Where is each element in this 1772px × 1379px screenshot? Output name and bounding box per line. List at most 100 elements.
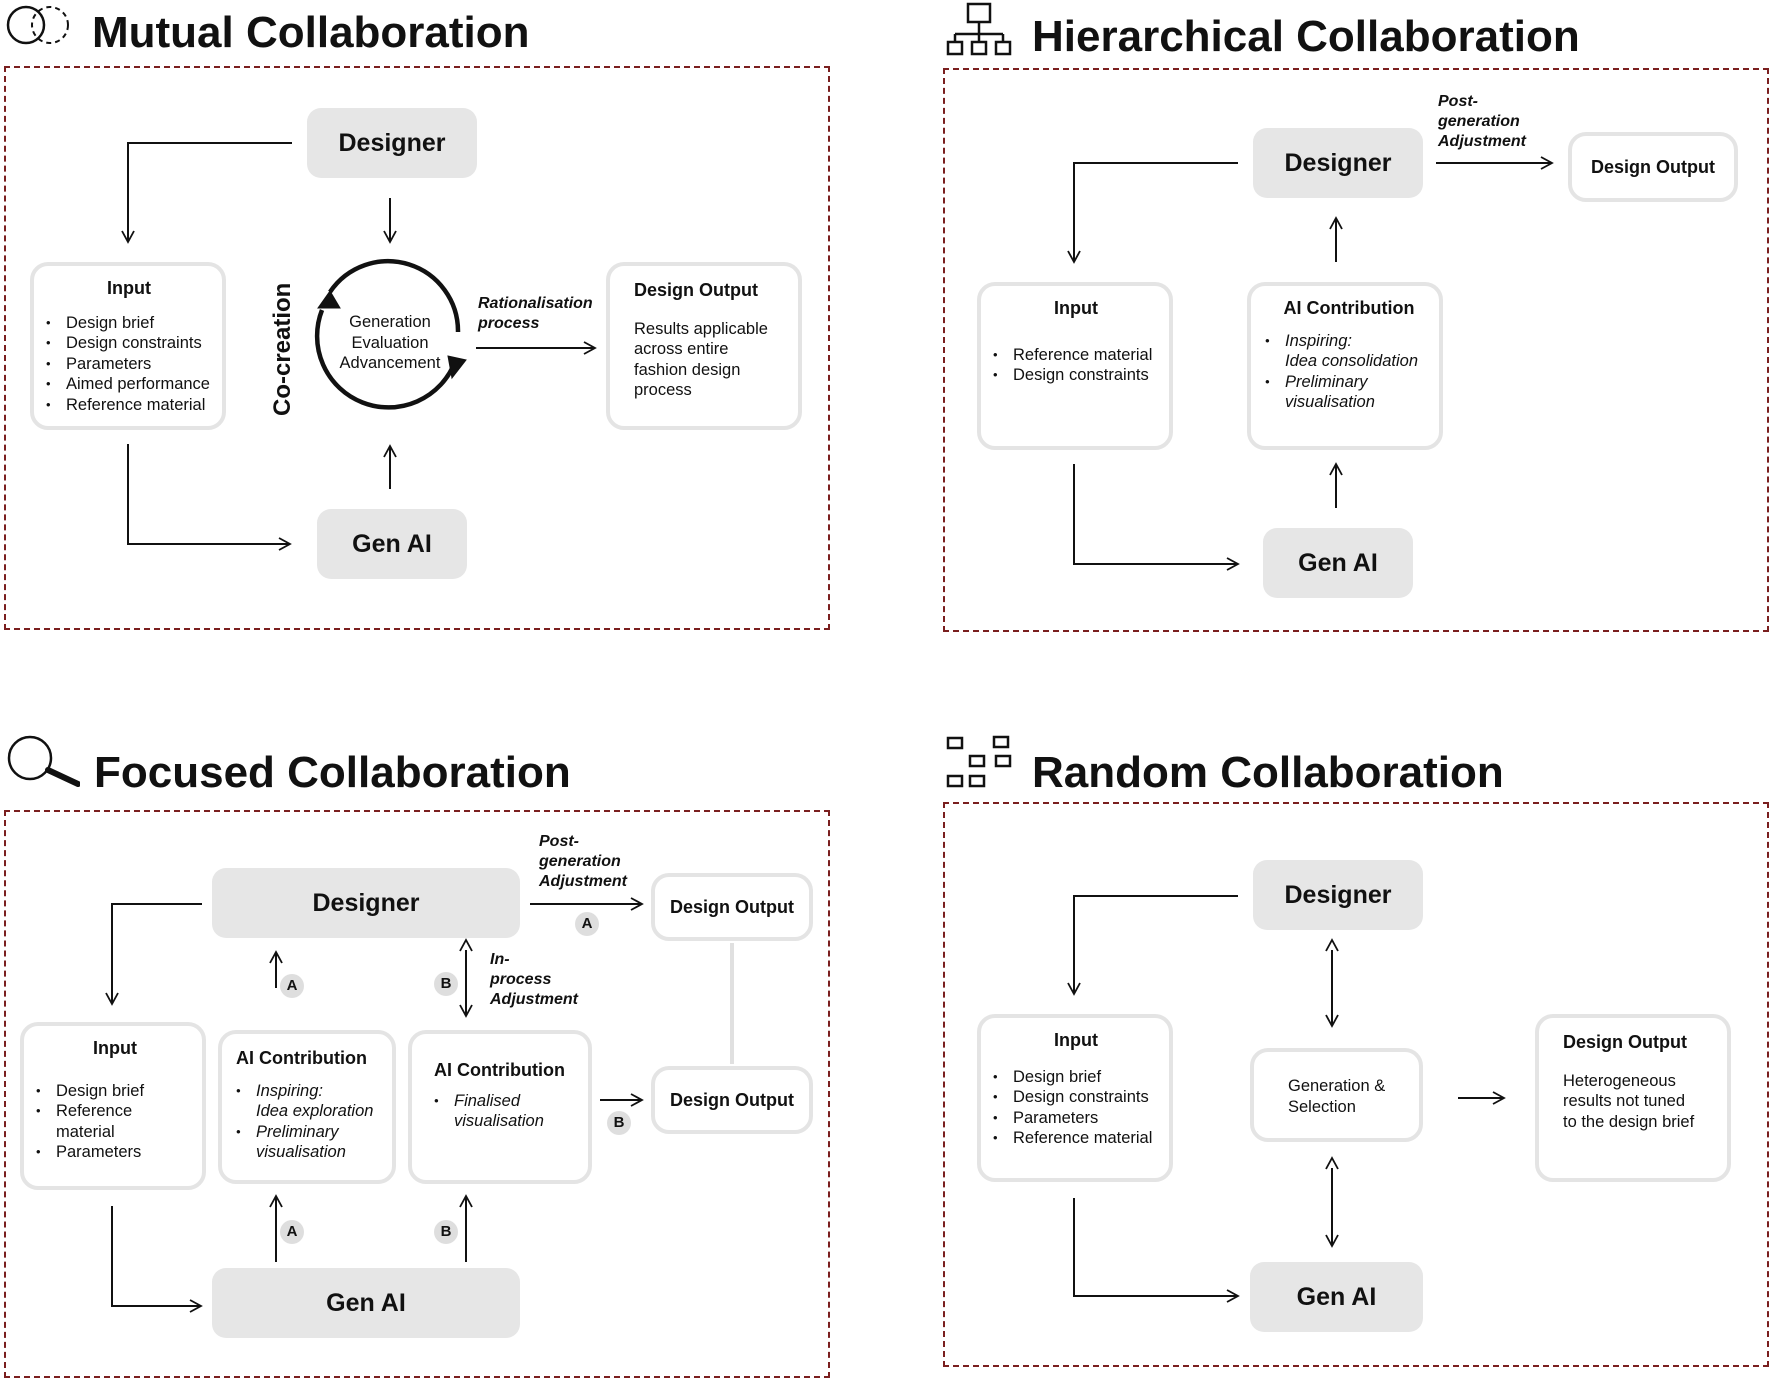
label-line: process <box>490 971 552 988</box>
hierarchical-output-box: Design Output <box>1568 132 1738 202</box>
mutual-designer-node: Designer <box>307 108 477 178</box>
mutual-cycle-text: Generation Evaluation Advancement <box>318 312 462 374</box>
random-output-line: Heterogeneous <box>1563 1071 1676 1090</box>
list-item: Design constraints <box>46 333 212 354</box>
mutual-title: Mutual Collaboration <box>92 8 530 57</box>
label-line: Adjustment <box>1438 133 1526 150</box>
list-item: Parameters <box>46 354 212 375</box>
mutual-input-heading: Input <box>107 278 151 298</box>
label-line: process <box>478 315 540 332</box>
mutual-output-line: process <box>634 381 692 399</box>
random-input-list: Design brief Design constraints Paramete… <box>993 1067 1159 1149</box>
focused-ai-b-heading: AI Contribution <box>434 1060 565 1080</box>
random-output-heading: Design Output <box>1563 1032 1687 1052</box>
hierarchical-postgen-label: Post- generation Adjustment <box>1438 92 1526 152</box>
badge-b: B <box>607 1111 631 1135</box>
list-item: Reference material <box>993 1128 1159 1149</box>
list-item: Design constraints <box>993 365 1159 386</box>
badge-b: B <box>434 972 458 996</box>
random-title: Random Collaboration <box>1032 748 1504 797</box>
random-input-box: Input Design brief Design constraints Pa… <box>977 1014 1173 1182</box>
magnifier-icon <box>4 734 81 788</box>
random-output-line: results not tuned <box>1563 1092 1685 1110</box>
label-line: In- <box>490 951 510 968</box>
focused-input-box: Input Design brief Reference material Pa… <box>20 1022 206 1190</box>
mutual-output-heading: Design Output <box>634 280 758 300</box>
scattered-squares-icon <box>944 734 1014 790</box>
label-line: Adjustment <box>539 873 627 890</box>
hierarchical-input-box: Input Reference material Design constrai… <box>977 282 1173 450</box>
focused-ai-a-heading: AI Contribution <box>236 1048 367 1068</box>
hierarchical-title: Hierarchical Collaboration <box>1032 12 1580 61</box>
list-item: Reference material <box>993 345 1159 366</box>
mutual-output-box: Design Output Results applicable across … <box>606 262 802 430</box>
list-item: Parameters <box>993 1108 1159 1129</box>
hierarchical-ai-heading: AI Contribution <box>1283 298 1415 318</box>
list-item: Design brief <box>36 1081 194 1102</box>
list-item: Design brief <box>993 1067 1159 1088</box>
list-item: Finalised visualisation <box>434 1091 584 1132</box>
hierarchical-ai-box: AI Contribution Inspiring: Idea consolid… <box>1247 282 1443 450</box>
random-input-heading: Input <box>1054 1030 1098 1050</box>
hierarchical-input-list: Reference material Design constraints <box>993 345 1159 386</box>
random-output-box: Design Output Heterogeneous results not … <box>1535 1014 1731 1182</box>
list-item: Preliminary visualisation <box>236 1122 388 1163</box>
mutual-output-line: fashion design <box>634 360 741 379</box>
list-line: Idea consolidation <box>1285 352 1419 370</box>
random-output-line: to the design brief <box>1563 1112 1695 1131</box>
label-line: generation <box>1438 113 1520 130</box>
cycle-step: Generation <box>349 313 431 331</box>
focused-ai-a-list: Inspiring: Idea exploration Preliminary … <box>236 1081 388 1163</box>
list-item: Preliminary visualisation <box>1265 372 1433 413</box>
badge-a: A <box>280 1220 304 1244</box>
mutual-frame <box>4 66 830 630</box>
mutual-output-line: Results applicable <box>634 319 768 338</box>
hierarchy-tree-icon <box>944 2 1014 58</box>
focused-input-heading: Input <box>93 1038 137 1058</box>
random-frame <box>943 802 1769 1367</box>
label-line: Rationalisation <box>478 295 593 312</box>
focused-designer-node: Designer <box>212 868 520 938</box>
focused-inprocess-label: In- process Adjustment <box>490 950 578 1010</box>
focused-ai-b-list: Finalised visualisation <box>434 1091 584 1132</box>
mutual-cocreation-label: Co-creation <box>269 282 296 416</box>
gensel-line: Selection <box>1288 1097 1356 1116</box>
focused-title: Focused Collaboration <box>94 748 571 797</box>
list-item: Design constraints <box>993 1087 1159 1108</box>
label-line: Post- <box>1438 93 1478 110</box>
list-item: Reference material <box>46 395 212 416</box>
hierarchical-output-label: Design Output <box>1591 156 1715 177</box>
list-line: Preliminary <box>1285 372 1368 391</box>
list-item: Inspiring: Idea exploration <box>236 1081 388 1122</box>
mutual-input-box: Input Design brief Design constraints Pa… <box>30 262 226 430</box>
list-item: Aimed performance <box>46 374 212 395</box>
mutual-rationalisation-label: Rationalisation process <box>478 294 593 334</box>
hierarchical-ai-list: Inspiring: Idea consolidation Preliminar… <box>1265 331 1433 413</box>
label-line: generation <box>539 853 621 870</box>
focused-postgen-label: Post- generation Adjustment <box>539 832 627 892</box>
hierarchical-designer-node: Designer <box>1253 128 1423 198</box>
list-item: Inspiring: Idea consolidation <box>1265 331 1433 372</box>
focused-output-a-box: Design Output <box>651 873 813 941</box>
list-line: Inspiring: <box>1285 331 1352 350</box>
cycle-step: Advancement <box>339 354 441 372</box>
gensel-line: Generation & <box>1288 1077 1386 1095</box>
label-line: Post- <box>539 833 579 850</box>
cycle-step: Evaluation <box>351 333 429 352</box>
hierarchical-frame <box>943 68 1769 632</box>
list-line: Finalised <box>454 1091 521 1110</box>
list-item: Parameters <box>36 1142 194 1163</box>
focused-ai-a-box: AI Contribution Inspiring: Idea explorat… <box>218 1030 396 1184</box>
hierarchical-genai-node: Gen AI <box>1263 528 1413 598</box>
focused-input-list: Design brief Reference material Paramete… <box>36 1081 194 1163</box>
focused-output-b-label: Design Output <box>670 1089 794 1110</box>
mutual-output-line: across entire <box>634 340 729 358</box>
mutual-input-list: Design brief Design constraints Paramete… <box>46 313 212 416</box>
mutual-genai-node: Gen AI <box>317 509 467 579</box>
random-gensel-box: Generation & Selection <box>1250 1048 1423 1142</box>
mutual-overlap-circles-icon <box>4 2 74 48</box>
random-designer-node: Designer <box>1253 860 1423 930</box>
list-line: Inspiring: <box>256 1081 323 1100</box>
list-line: Idea exploration <box>256 1102 374 1120</box>
list-line: visualisation <box>256 1143 346 1161</box>
